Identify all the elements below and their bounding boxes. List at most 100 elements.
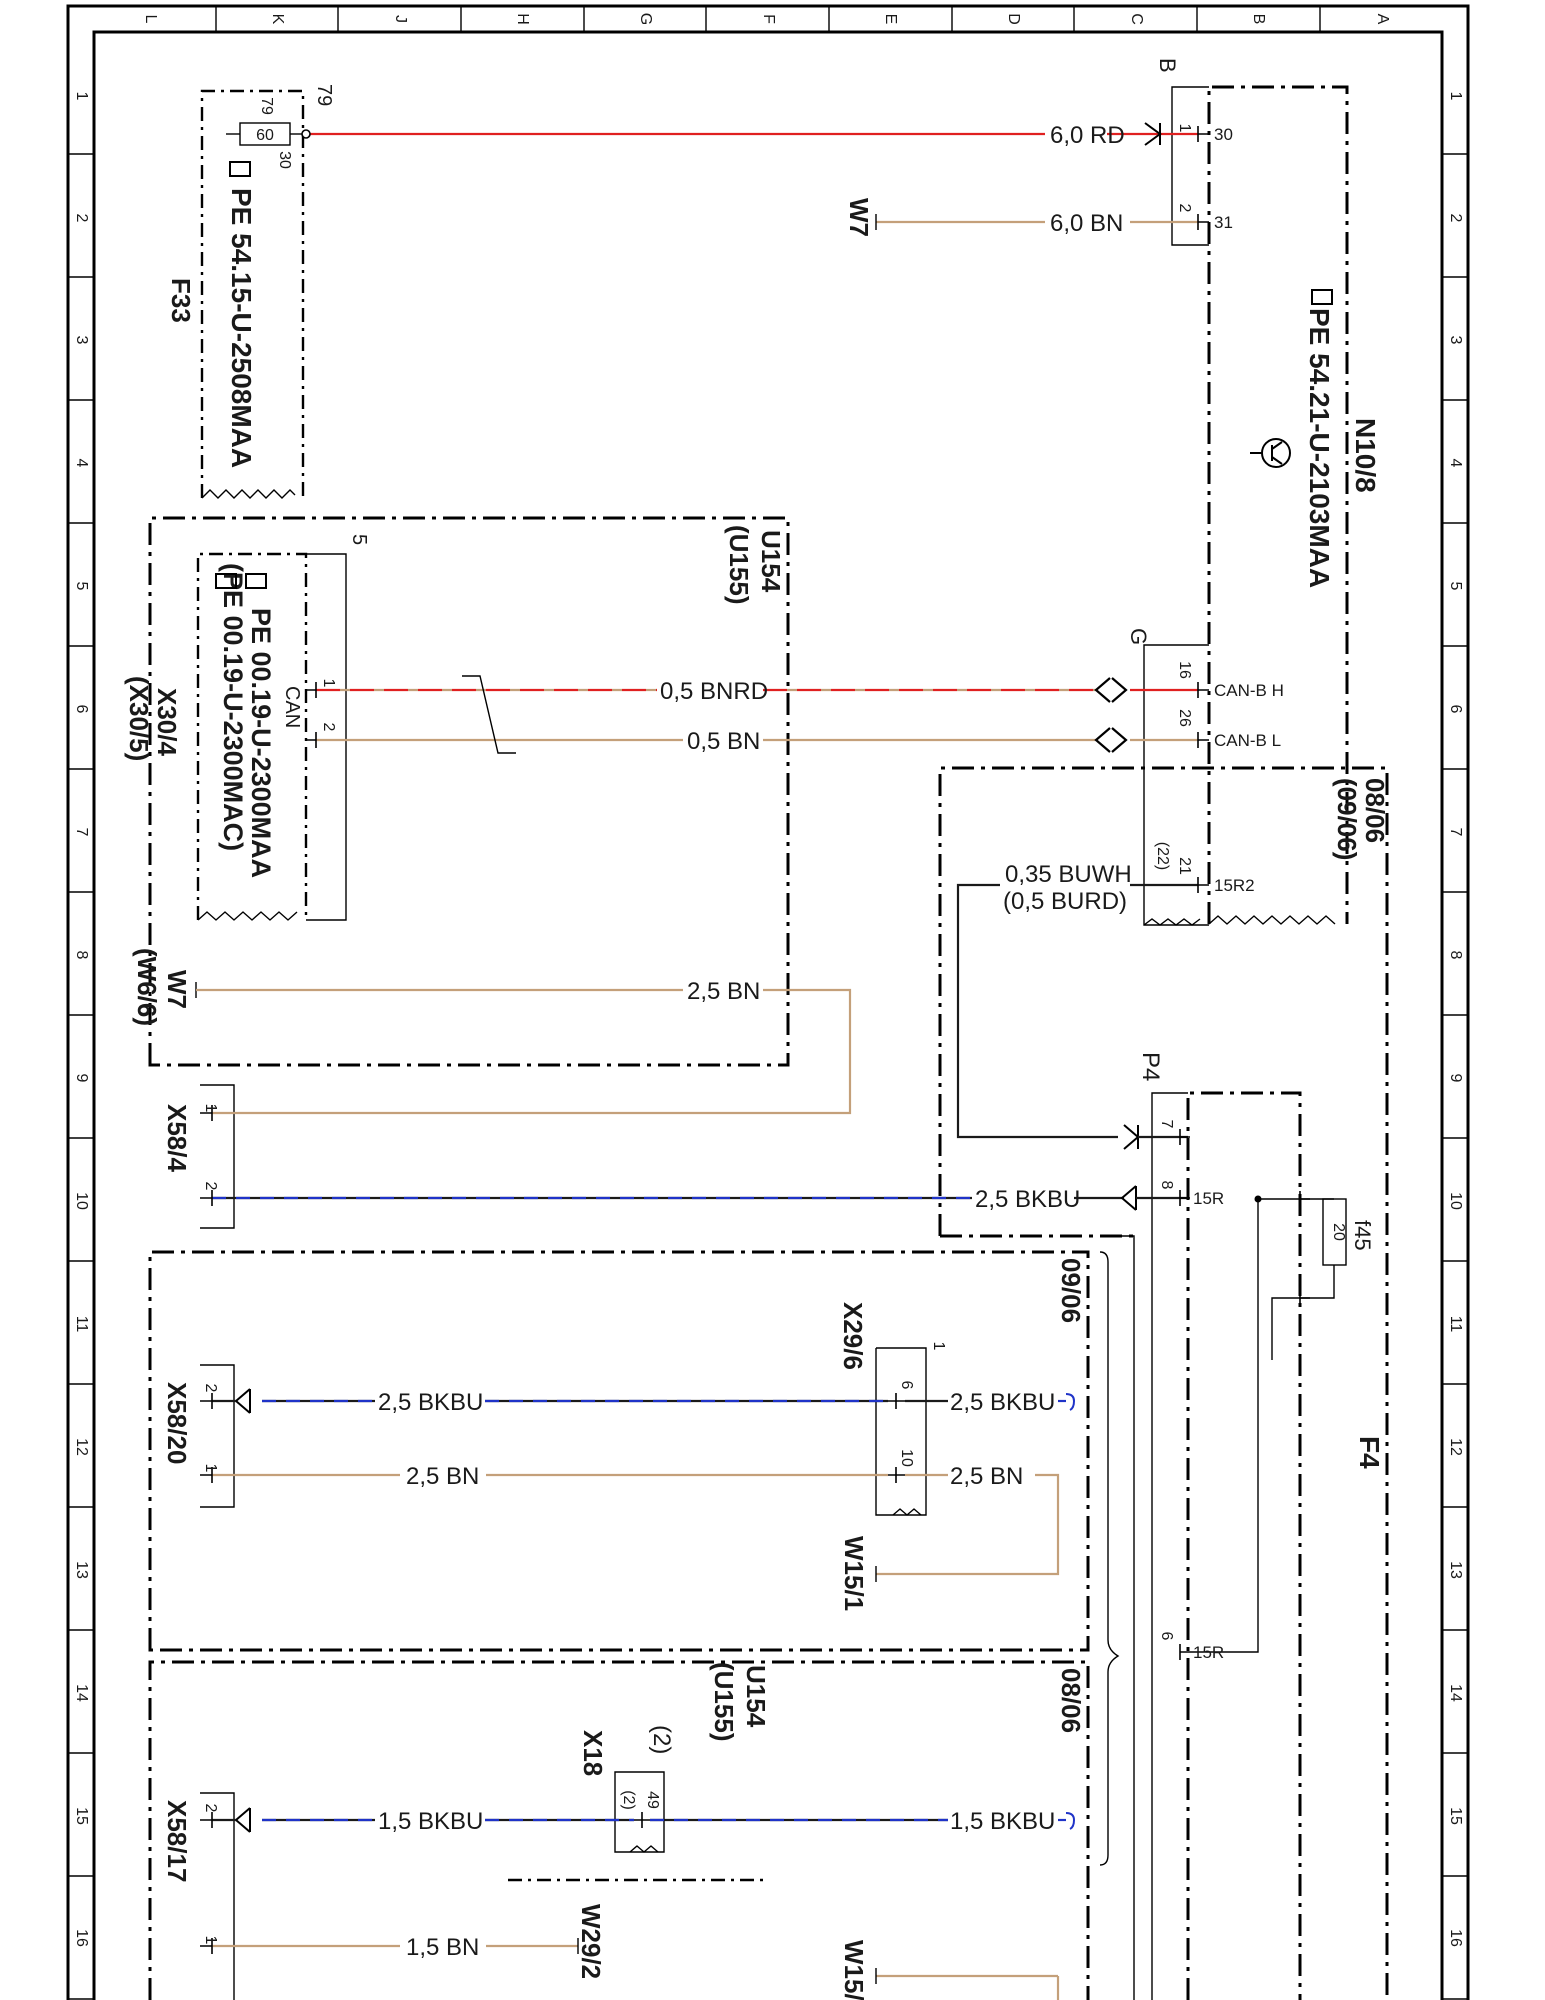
row-label: 13 bbox=[73, 1561, 90, 1579]
row-label: 1 bbox=[1447, 92, 1464, 101]
fuse-value: 20 bbox=[1330, 1223, 1347, 1241]
column-labels: L K J H G F E D C B A bbox=[142, 13, 1391, 25]
col-label: H bbox=[514, 13, 531, 25]
wires bbox=[195, 122, 1198, 2000]
pin-label: 2 bbox=[202, 1384, 219, 1393]
row-label: 4 bbox=[1447, 459, 1464, 468]
pin-label: 7 bbox=[1158, 1120, 1175, 1129]
terminal-name: 15R bbox=[1193, 1189, 1224, 1208]
f4-name: F4 bbox=[1354, 1436, 1385, 1469]
col-label: E bbox=[882, 14, 899, 25]
x18-name: X18 bbox=[578, 1730, 608, 1776]
row-labels-left: 1 2 3 4 5 6 7 8 9 10 11 12 13 14 15 16 bbox=[73, 92, 90, 1947]
x30-ref-alt: (PE 00.19-U-2300MAC) bbox=[218, 563, 248, 851]
wire-label-bn25: 2,5 BN bbox=[687, 978, 760, 1005]
u154-name-alt: (U155) bbox=[724, 525, 754, 604]
terminal-name: CAN-B L bbox=[1214, 731, 1281, 750]
row-label: 3 bbox=[73, 336, 90, 345]
col-label: C bbox=[1128, 13, 1145, 25]
wire-label-bn05: 0,5 BN bbox=[687, 728, 760, 755]
col-label: A bbox=[1374, 14, 1391, 25]
row-label: 15 bbox=[1447, 1807, 1464, 1825]
pin-label: 2 bbox=[320, 723, 337, 732]
row-label: 8 bbox=[1447, 951, 1464, 960]
wire-label-bn15: 1,5 BN bbox=[406, 1934, 479, 1961]
row-label: 13 bbox=[1447, 1561, 1464, 1579]
row-label: 2 bbox=[1447, 214, 1464, 223]
pin-label: 1 bbox=[202, 1464, 219, 1473]
terminal-name: 15R2 bbox=[1214, 876, 1255, 895]
col-label: B bbox=[1250, 14, 1267, 25]
f33-pin-top: 79 bbox=[313, 84, 335, 106]
wire-label-bkbu15-right: 1,5 BKBU bbox=[950, 1808, 1055, 1835]
row-label: 15 bbox=[73, 1807, 90, 1825]
pin-label: 49 bbox=[644, 1791, 661, 1809]
row-label: 6 bbox=[1447, 705, 1464, 714]
col-label: L bbox=[142, 15, 159, 24]
col-label: J bbox=[392, 15, 409, 23]
row-label: 14 bbox=[1447, 1684, 1464, 1702]
row-label: 2 bbox=[73, 214, 90, 223]
wire-labels: 6,0 RD 6,0 BN 0,5 BNRD 0,5 BN 0,35 BUWH … bbox=[378, 122, 1132, 1961]
wire-label-bkbu-p4: 2,5 BKBU bbox=[975, 1186, 1080, 1213]
row-label: 11 bbox=[1447, 1316, 1464, 1333]
wire-label-bkbu15-left: 1,5 BKBU bbox=[378, 1808, 483, 1835]
wire-label-bkbu-right: 2,5 BKBU bbox=[950, 1389, 1055, 1416]
row-label: 8 bbox=[73, 951, 90, 960]
pin-label: (2) bbox=[620, 1790, 637, 1810]
row-label: 12 bbox=[73, 1438, 90, 1456]
row-label: 10 bbox=[73, 1192, 90, 1210]
pin-label: 8 bbox=[1158, 1181, 1175, 1190]
row-label: 12 bbox=[1447, 1438, 1464, 1456]
row-label: 3 bbox=[1447, 336, 1464, 345]
pin-label: 26 bbox=[1176, 709, 1193, 727]
w15-1-name: W15/1 bbox=[839, 1536, 869, 1611]
row-label: 14 bbox=[73, 1684, 90, 1702]
row-label: 16 bbox=[73, 1929, 90, 1947]
pin-label: 1 bbox=[930, 1342, 947, 1351]
pin-label: 2 bbox=[1176, 204, 1193, 213]
x29-6-name: X29/6 bbox=[838, 1302, 868, 1370]
pin-label: 79 bbox=[258, 97, 275, 115]
x30-name-alt: (X30/5) bbox=[124, 676, 154, 761]
f33-ref: PE 54.15-U-2508MAA bbox=[226, 188, 257, 468]
terminal-name: CAN-B H bbox=[1214, 681, 1284, 700]
pin-label: 1 bbox=[320, 679, 337, 688]
w7-top: W7 bbox=[844, 198, 874, 237]
x30-bus: CAN bbox=[281, 686, 303, 728]
row-label: 16 bbox=[1447, 1929, 1464, 1947]
row-label: 9 bbox=[1447, 1074, 1464, 1083]
row-label: 7 bbox=[1447, 828, 1464, 837]
w7-mid: W7 bbox=[162, 970, 192, 1009]
fuse-value: 60 bbox=[256, 127, 274, 144]
col-label: D bbox=[1005, 13, 1022, 25]
pin-label: 30 bbox=[276, 151, 293, 169]
terminal-name: 31 bbox=[1214, 213, 1233, 232]
symbols bbox=[215, 161, 1333, 589]
f45-name: f45 bbox=[1350, 1220, 1375, 1251]
row-label: 1 bbox=[73, 92, 90, 101]
terminals bbox=[200, 126, 1310, 1954]
x58-17-name: X58/17 bbox=[162, 1800, 192, 1882]
row-label: 7 bbox=[73, 828, 90, 837]
row-label: 4 bbox=[73, 459, 90, 468]
date-09-06-mid: 09/06 bbox=[1056, 1258, 1086, 1323]
row-label: 5 bbox=[73, 582, 90, 591]
p4-name: P4 bbox=[1137, 1052, 1164, 1081]
date-08-06-low: 08/06 bbox=[1056, 1668, 1086, 1733]
row-label: 9 bbox=[73, 1074, 90, 1083]
row-label: 11 bbox=[73, 1316, 90, 1333]
pin-label: 1 bbox=[202, 1936, 219, 1945]
col-label: G bbox=[637, 13, 654, 25]
pin-label: 1 bbox=[1176, 124, 1193, 133]
w15-2-name: W15/ bbox=[839, 1940, 869, 2000]
date-09-06-top: (09/06) bbox=[1332, 778, 1362, 860]
wire-label-bn25-left: 2,5 BN bbox=[406, 1463, 479, 1490]
wire-label-buwh: 0,35 BUWH bbox=[1005, 861, 1132, 888]
x30-pin5: 5 bbox=[348, 534, 370, 545]
row-label: 10 bbox=[1447, 1192, 1464, 1210]
pin-label: (22) bbox=[1154, 842, 1171, 870]
pin-label: 6 bbox=[1158, 1632, 1175, 1641]
wire-label-bnrd: 0,5 BNRD bbox=[660, 678, 768, 705]
